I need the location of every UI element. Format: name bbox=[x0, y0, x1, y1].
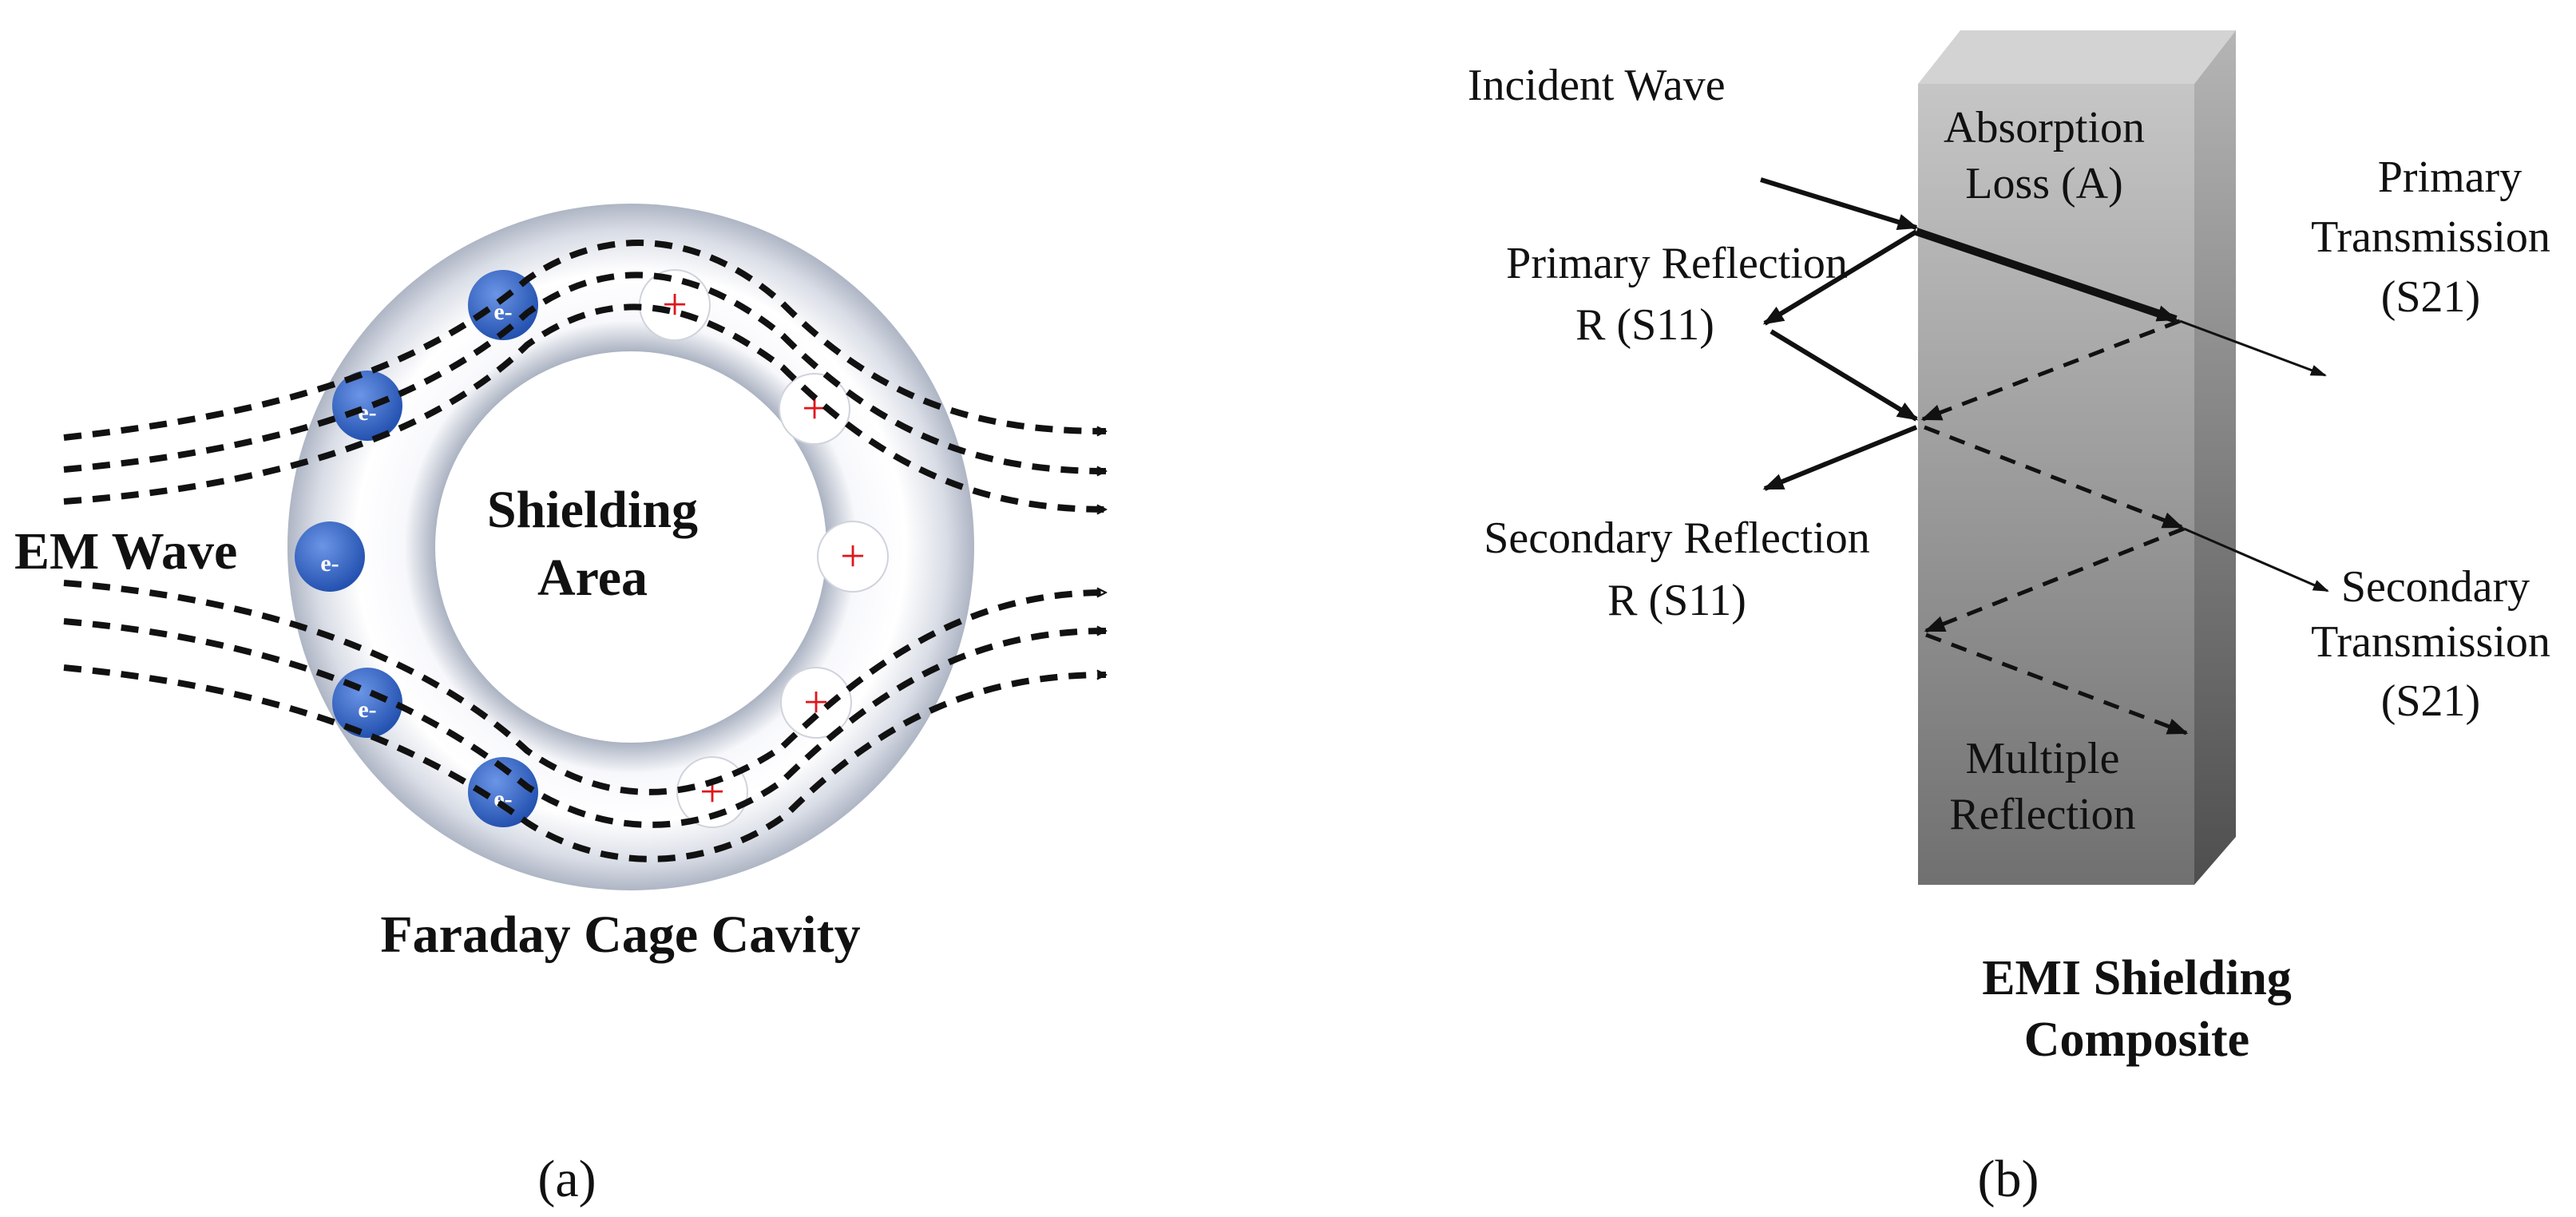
panel-b-caption: (b) bbox=[1978, 1150, 2039, 1208]
field-lines-top bbox=[63, 240, 1106, 509]
primary-transmission-label-line3: (S21) bbox=[2381, 272, 2480, 322]
electron-1: e- bbox=[468, 270, 538, 340]
svg-text:e-: e- bbox=[493, 299, 512, 325]
em-wave-label: EM Wave bbox=[14, 522, 237, 581]
secondary-reflection-label-line2: R (S11) bbox=[1607, 576, 1746, 625]
multiple-reflection-label-line1: Multiple bbox=[1966, 734, 2120, 783]
svg-text:+: + bbox=[840, 532, 866, 581]
faraday-cage-label: Faraday Cage Cavity bbox=[380, 906, 860, 964]
shielding-area bbox=[435, 351, 826, 743]
field-lines-bottom bbox=[63, 580, 1106, 862]
secondary-reflection-arrow bbox=[1762, 425, 1918, 491]
internal-path-2 bbox=[1924, 425, 2184, 529]
shielding-label-line1: Shielding bbox=[487, 481, 698, 539]
internal-reflection-1 bbox=[1920, 319, 2181, 422]
primary-reflection-arrow bbox=[1762, 229, 1918, 326]
proton-1: + bbox=[639, 269, 711, 341]
svg-text:+: + bbox=[699, 767, 725, 817]
svg-text:e-: e- bbox=[320, 550, 339, 577]
composite-label-line1: EMI Shielding bbox=[1982, 951, 2292, 1005]
slab-front-face bbox=[1918, 84, 2194, 885]
primary-transmission-arrow bbox=[2179, 319, 2327, 377]
reflection-to-slab-arrow bbox=[1770, 329, 1919, 422]
incident-wave-label: Incident Wave bbox=[1468, 61, 1726, 110]
svg-text:e-: e- bbox=[358, 696, 376, 723]
proton-5: + bbox=[676, 756, 748, 828]
secondary-reflection-label-line1: Secondary Reflection bbox=[1484, 513, 1870, 563]
svg-text:+: + bbox=[662, 280, 688, 330]
panel-b: Incident Wave Absorption Loss (A) Primar… bbox=[1468, 30, 2550, 1208]
electron-3: e- bbox=[295, 521, 365, 592]
internal-path-4 bbox=[1925, 632, 2189, 735]
primary-reflection-label-line1: Primary Reflection bbox=[1506, 239, 1848, 288]
secondary-transmission-label-line1: Secondary bbox=[2341, 562, 2530, 612]
panel-a-caption: (a) bbox=[537, 1150, 596, 1208]
secondary-transmission-label-line3: (S21) bbox=[2381, 676, 2480, 726]
proton-4: + bbox=[780, 667, 852, 739]
electron-2: e- bbox=[332, 371, 402, 441]
svg-text:e-: e- bbox=[358, 399, 376, 426]
shielding-label-line2: Area bbox=[537, 549, 648, 607]
primary-reflection-label-line2: R (S11) bbox=[1575, 300, 1714, 350]
composite-label-line2: Composite bbox=[2024, 1013, 2249, 1067]
absorption-label-line1: Absorption bbox=[1944, 103, 2145, 153]
slab-top-face bbox=[1918, 30, 2236, 84]
primary-transmission-label-line1: Primary bbox=[2378, 153, 2522, 202]
absorption-label-line2: Loss (A) bbox=[1965, 159, 2123, 208]
incident-arrow bbox=[1760, 177, 1919, 231]
secondary-transmission-label-line2: Transmission bbox=[2311, 617, 2550, 667]
panel-a: e- e- e- e- e- + + + bbox=[14, 204, 1106, 1208]
absorption-path bbox=[1915, 228, 2178, 323]
multiple-reflection-label-line2: Reflection bbox=[1949, 790, 2135, 839]
primary-transmission-label-line2: Transmission bbox=[2311, 212, 2550, 262]
slab-side-face bbox=[2194, 30, 2236, 885]
secondary-transmission-arrow bbox=[2183, 527, 2329, 593]
electron-4: e- bbox=[332, 668, 402, 738]
internal-path-3 bbox=[1924, 526, 2185, 633]
proton-3: + bbox=[817, 521, 889, 593]
